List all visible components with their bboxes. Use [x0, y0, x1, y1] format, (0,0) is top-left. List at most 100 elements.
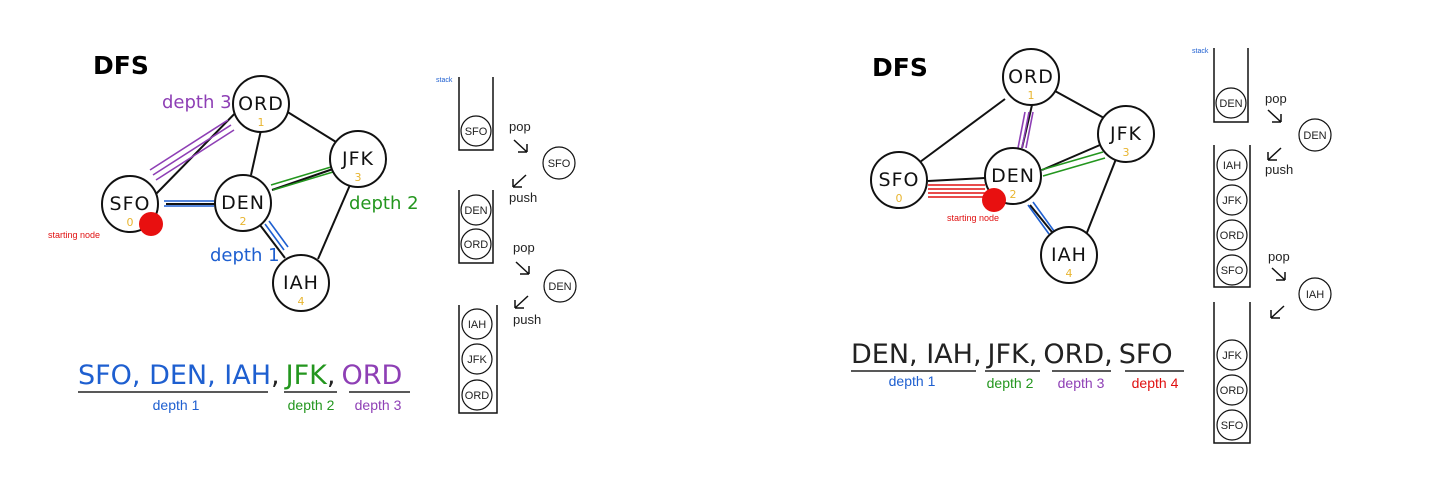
popped-node: DEN	[548, 281, 571, 293]
left-node-den: DEN 2	[214, 174, 272, 232]
right-stack-label: stack	[1192, 48, 1209, 55]
node-number: 0	[127, 216, 134, 229]
right-op-pop-2: pop	[1268, 249, 1290, 264]
stack-item: SFO	[465, 126, 488, 138]
order-comma: ,	[973, 339, 982, 370]
stack-item: IAH	[468, 319, 486, 331]
right-edge-ord-jfk	[1054, 90, 1105, 119]
node-label: ORD	[1008, 66, 1054, 88]
left-depth2-label: depth 2	[349, 193, 419, 214]
node-number: 0	[896, 192, 903, 205]
left-node-iah: IAH 4	[272, 254, 330, 312]
popped-node: IAH	[1306, 289, 1324, 301]
stack-item: ORD	[1220, 230, 1245, 242]
right-edges	[919, 90, 1117, 236]
arrow-icon	[513, 139, 528, 153]
right-popped-1: DEN	[1298, 118, 1332, 152]
order-label-depth2: depth 2	[288, 397, 335, 413]
arrow-icon	[1270, 305, 1285, 319]
right-op-push-1: push	[1265, 162, 1293, 177]
node-label: SFO	[110, 193, 151, 215]
arrow-icon	[1267, 147, 1282, 161]
order-label-depth1: depth 1	[889, 373, 936, 389]
right-node-sfo: SFO 0	[870, 151, 928, 209]
stack-item: JFK	[1222, 350, 1242, 362]
node-label: JFK	[1109, 123, 1142, 145]
right-depth4-strokes	[928, 184, 985, 198]
stack-item: ORD	[464, 239, 489, 251]
left-depth2-strokes	[270, 166, 334, 191]
order-label-depth3: depth 3	[355, 397, 402, 413]
order-group-depth1: SFO, DEN, IAH	[78, 360, 271, 391]
right-depth1-strokes	[1027, 201, 1055, 235]
left-stack-label: stack	[436, 77, 453, 84]
left-stack-1: SFO	[458, 77, 494, 151]
node-label: JFK	[341, 148, 374, 170]
right-edge-jfk-iah	[1085, 158, 1117, 236]
right-edge-den-jfk	[1041, 144, 1101, 171]
left-op-push-1: push	[509, 190, 537, 205]
right-edge-sfo-ord	[919, 98, 1006, 163]
right-node-iah: IAH 4	[1040, 226, 1098, 284]
svg-text:DEN, IAH,JFK,ORD,SFO: DEN, IAH,JFK,ORD,SFO	[851, 339, 1173, 370]
left-depth3-strokes	[149, 119, 235, 181]
right-depth3-strokes	[1017, 111, 1034, 149]
node-label: SFO	[879, 169, 920, 191]
order-comma: ,	[1104, 339, 1113, 370]
left-title: DFS	[93, 51, 149, 80]
left-popped-1: SFO	[542, 146, 576, 180]
left-edge-ord-jfk	[285, 110, 337, 143]
stack-item: JFK	[1222, 195, 1242, 207]
left-stack-3: IAH JFK ORD	[458, 305, 498, 414]
order-label-depth1: depth 1	[153, 397, 200, 413]
order-group-depth2: JFK	[986, 339, 1030, 370]
node-label: ORD	[238, 93, 284, 115]
order-group-depth3: ORD	[341, 360, 402, 391]
left-edge-den-iah	[259, 224, 286, 259]
right-op-pop-1: pop	[1265, 91, 1287, 106]
stack-item: SFO	[1221, 420, 1244, 432]
order-label-depth3: depth 3	[1058, 375, 1105, 391]
left-depth1-strokes	[164, 200, 289, 251]
order-comma: ,	[271, 360, 280, 391]
stack-item: IAH	[1223, 160, 1241, 172]
left-edge-jfk-iah	[317, 184, 351, 260]
svg-text:SFO, DEN, IAH,JFK,ORD: SFO, DEN, IAH,JFK,ORD	[78, 360, 402, 391]
stack-item: ORD	[1220, 385, 1245, 397]
order-comma: ,	[327, 360, 336, 391]
node-label: IAH	[283, 272, 319, 294]
left-traversal-order: SFO, DEN, IAH,JFK,ORD depth 1 depth 2 de…	[78, 360, 410, 413]
left-depth1-label: depth 1	[210, 245, 280, 266]
left-node-jfk: JFK 3	[329, 130, 387, 188]
order-group-depth1: DEN, IAH	[851, 339, 973, 370]
stack-item: DEN	[464, 205, 487, 217]
arrow-icon	[512, 174, 527, 188]
left-depth3-label: depth 3	[162, 92, 232, 113]
node-number: 3	[1123, 146, 1130, 159]
node-label: IAH	[1051, 244, 1087, 266]
left-edge-sfo-ord	[154, 100, 248, 196]
left-popped-2: DEN	[543, 269, 577, 303]
right-traversal-order: DEN, IAH,JFK,ORD,SFO depth 1 depth 2 dep…	[851, 339, 1184, 391]
right-depth2-strokes	[1040, 151, 1106, 177]
stack-item: DEN	[1219, 98, 1242, 110]
stack-item: ORD	[465, 390, 490, 402]
node-number: 4	[1066, 267, 1073, 280]
order-group-depth3: ORD	[1043, 339, 1104, 370]
left-edge-ord-den	[250, 129, 262, 176]
popped-node: DEN	[1303, 130, 1326, 142]
right-stack-1: DEN	[1213, 48, 1249, 123]
arrow-icon	[1267, 109, 1282, 123]
right-node-ord: ORD 1	[1002, 48, 1060, 106]
left-starting-node-label: starting node	[48, 230, 100, 240]
arrow-icon	[514, 295, 529, 309]
right-edge-sfo-den	[927, 177, 986, 182]
left-starting-node-marker	[139, 212, 163, 236]
node-number: 4	[298, 295, 305, 308]
right-edge-den-iah	[1029, 204, 1053, 233]
right-starting-node-marker	[982, 188, 1006, 212]
right-node-jfk: JFK 3	[1097, 105, 1155, 163]
right-stack-3: JFK ORD SFO	[1213, 302, 1251, 444]
node-number: 1	[258, 116, 265, 129]
